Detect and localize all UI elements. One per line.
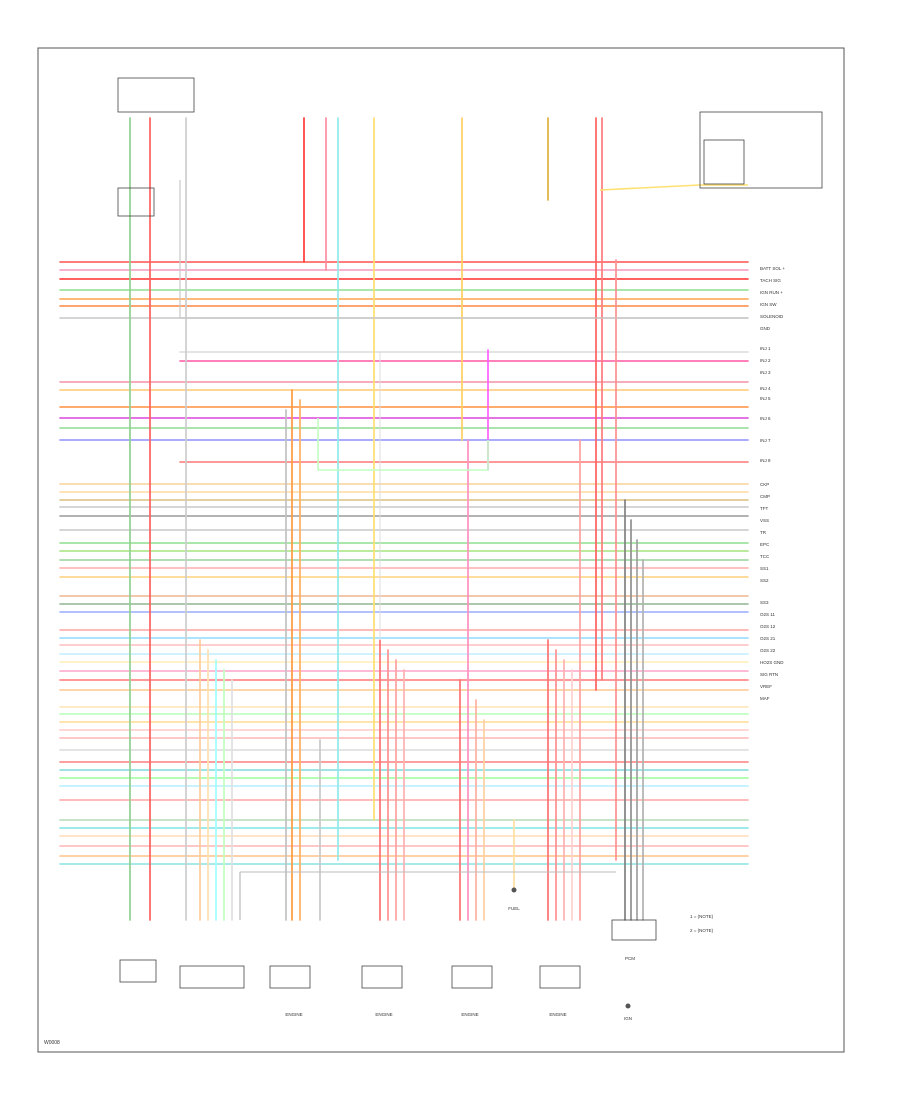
note-label: 2 = (NOTE) xyxy=(690,928,714,933)
bottom-connector xyxy=(179,965,245,989)
component-label: ENGINE xyxy=(549,1012,566,1017)
top-left-module-box xyxy=(117,77,195,113)
circuit-label: TCC xyxy=(760,554,770,559)
circuit-label: BATT SOL + xyxy=(760,266,785,271)
bottom-connector xyxy=(269,965,311,989)
circuit-label: INJ 1 xyxy=(760,346,771,351)
component-label: IGN xyxy=(624,1016,632,1021)
component-label: FUEL xyxy=(508,906,520,911)
bottom-connector xyxy=(361,965,403,989)
component-layer xyxy=(117,77,823,1009)
circuit-label: SS2 xyxy=(760,578,769,583)
circuit-label: MAF xyxy=(760,696,770,701)
circuit-label: SIG RTN xyxy=(760,672,778,677)
circuit-label: CMP xyxy=(760,494,770,499)
circuit-label: SS3 xyxy=(760,600,769,605)
component-label: ENGINE xyxy=(285,1012,302,1017)
circuit-label: SOLENOID xyxy=(760,314,784,319)
component-label: PCM xyxy=(625,956,635,961)
relay-coil-box xyxy=(703,139,745,185)
circuit-label: VREF xyxy=(760,684,772,689)
circuit-label: INJ 5 xyxy=(760,396,771,401)
routed-wire xyxy=(317,418,489,471)
circuit-label: O2S 11 xyxy=(760,612,775,617)
circuit-label: O2S 12 xyxy=(760,624,776,629)
circuit-label: VSS xyxy=(760,518,769,523)
circuit-label: INJ 4 xyxy=(760,386,771,391)
routed-wire xyxy=(179,180,748,319)
routed-wire xyxy=(599,184,748,191)
footer-code: W0008 xyxy=(44,1040,60,1046)
circuit-label: INJ 7 xyxy=(760,438,771,443)
bottom-connector xyxy=(451,965,493,989)
circuit-label: INJ 2 xyxy=(760,358,771,363)
wire-layer xyxy=(59,117,749,921)
circuit-label: EPC xyxy=(760,542,770,547)
circuit-label: O2S 21 xyxy=(760,636,776,641)
circuit-label: TFT xyxy=(760,506,768,511)
circuit-label: O2S 22 xyxy=(760,648,776,653)
circuit-label: INJ 8 xyxy=(760,458,771,463)
diagram-border xyxy=(37,47,845,1053)
component-label: ENGINE xyxy=(375,1012,392,1017)
circuit-label: TACH SIG xyxy=(760,278,781,283)
component-label: ENGINE xyxy=(461,1012,478,1017)
circuit-label: TR xyxy=(760,530,767,535)
circuit-label: HO2S GND xyxy=(760,660,784,665)
ground-point xyxy=(511,887,517,893)
sensor-box xyxy=(117,187,155,217)
relay-box xyxy=(699,111,823,189)
circuit-label: INJ 3 xyxy=(760,370,771,375)
note-label: 1 = (NOTE) xyxy=(690,914,714,919)
label-layer: BATT SOL + TACH SIG IGN RUN + IGN SW SOLENOI… xyxy=(285,266,785,1021)
circuit-label: SS1 xyxy=(760,566,769,571)
bottom-connector xyxy=(539,965,581,989)
circuit-label: IGN SW xyxy=(760,302,777,307)
circuit-label: INJ 6 xyxy=(760,416,771,421)
circuit-label: GND xyxy=(760,326,771,331)
circuit-label: IGN RUN + xyxy=(760,290,783,295)
bottom-connector xyxy=(119,959,157,983)
pcm-connector xyxy=(611,919,657,941)
circuit-label: CKP xyxy=(760,482,769,487)
ground-point xyxy=(625,1003,631,1009)
